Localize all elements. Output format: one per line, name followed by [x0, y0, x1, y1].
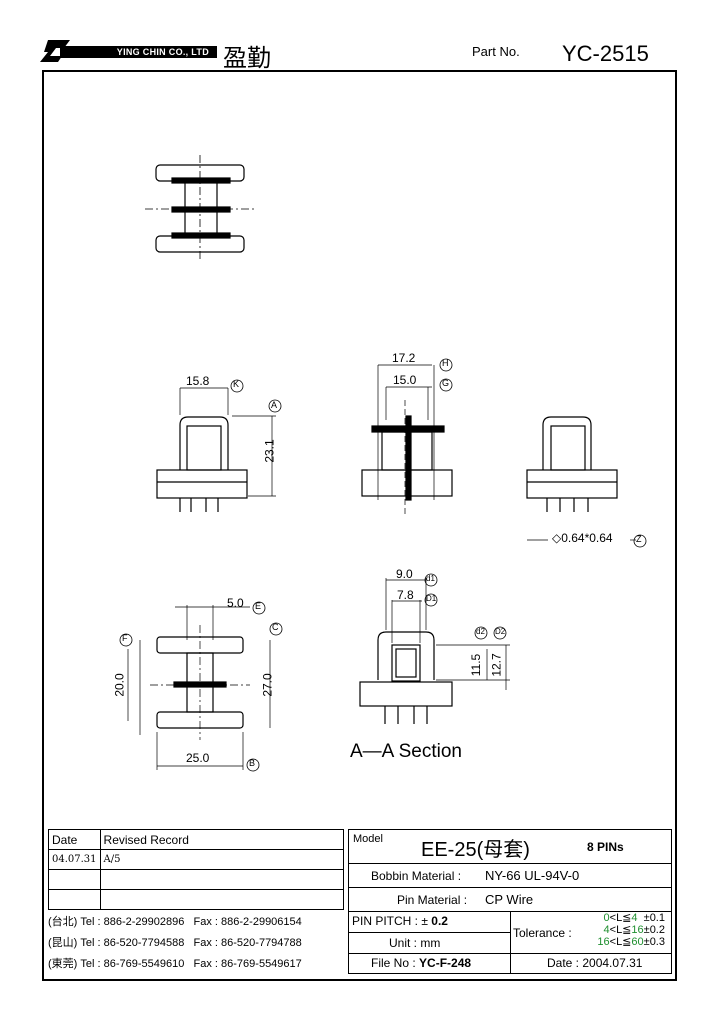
bobbin-row: Bobbin Material : NY-66 UL-94V-0: [349, 864, 671, 888]
pitch-label: PIN PITCH : ±: [352, 914, 428, 928]
pin-material-row: Pin Material : CP Wire: [349, 888, 671, 912]
list-item: (台北) Tel : 886-2-29902896 Fax : 886-2-29…: [48, 912, 344, 933]
ref-e: E: [255, 601, 262, 611]
top-view-drawing: [145, 155, 255, 262]
dim-section-d1: 9.0: [396, 567, 413, 581]
company-name-en: YING CHIN CO., LTD: [60, 46, 217, 58]
tolerance-row: 4<L≦16±0.2: [603, 924, 665, 936]
contact-city: (台北): [48, 916, 78, 928]
contact-list: (台北) Tel : 886-2-29902896 Fax : 886-2-29…: [48, 912, 344, 975]
contact-tel: Tel : 86-520-7794588: [80, 937, 185, 949]
rev-record: A/5: [99, 849, 345, 870]
dim-side-outer: 17.2: [392, 351, 416, 365]
table-row: [48, 889, 345, 910]
ref-f: F: [122, 633, 128, 643]
ref-b: B: [249, 758, 256, 768]
table-row: [48, 869, 345, 890]
bobbin-label: Bobbin Material :: [371, 869, 462, 883]
file-no-value: YC-F-248: [419, 956, 472, 970]
pin-count: 8 PINs: [587, 840, 624, 854]
tolerance-row: 16<L≦60±0.3: [597, 936, 665, 948]
bottom-view-drawing: [119, 601, 283, 772]
dim-section-D1: 7.8: [397, 588, 414, 602]
dim-front-width: 15.8: [186, 374, 210, 388]
ref-d2: d2: [476, 627, 485, 636]
pin-material-value: CP Wire: [485, 892, 534, 907]
contact-tel: Tel : 86-769-5549610: [80, 958, 185, 970]
rev-date: 04.07.31: [48, 849, 101, 870]
front-view-drawing: [156, 379, 282, 512]
date-cell: Date : 2004.07.31: [511, 954, 671, 973]
model-value: EE-25(母套): [421, 839, 530, 861]
date-value: 2004.07.31: [582, 956, 643, 970]
section-title: A—A Section: [350, 741, 462, 762]
rev-date: [48, 889, 101, 910]
date-label: Date :: [547, 956, 580, 970]
file-no-cell: File No : YC-F-248: [349, 954, 511, 973]
tolerance-label: Tolerance :: [513, 926, 572, 940]
ref-h: H: [442, 358, 449, 368]
model-row: Model EE-25(母套) 8 PINs: [349, 830, 671, 864]
rev-record: [99, 889, 345, 910]
tolerance-cell: Tolerance : 0<L≦4 ±0.1 4<L≦16±0.2 16<L≦6…: [511, 912, 671, 954]
table-row: 04.07.31 A/5: [48, 849, 345, 870]
revision-table: Date Revised Record 04.07.31 A/5: [48, 829, 345, 910]
right-view-drawing: [526, 416, 647, 548]
dim-bottom-height: 20.0: [112, 673, 127, 697]
rev-date: [48, 869, 101, 890]
dim-section-inner-height: 11.5: [469, 653, 484, 677]
rev-header-record: Revised Record: [99, 829, 345, 850]
ref-a: A: [271, 400, 278, 410]
company-name-zh: 盈勤: [223, 44, 271, 72]
contact-city: (昆山): [48, 937, 78, 949]
contact-fax: Fax : 86-769-5549617: [193, 958, 302, 970]
dim-side-inner: 15.0: [393, 373, 417, 387]
header: YING CHIN CO., LTD 盈勤 Part No. YC-2515: [0, 0, 720, 72]
ref-c: C: [272, 622, 279, 632]
tolerance-row: 0<L≦4 ±0.1: [603, 912, 665, 924]
dim-pin-pitch: 5.0: [227, 596, 244, 610]
dim-front-height: 23.1: [262, 439, 277, 463]
file-no-label: File No :: [371, 956, 416, 970]
contact-city: (東莞): [48, 958, 78, 970]
model-label: Model: [353, 833, 383, 845]
dim-bottom-width: 25.0: [186, 751, 210, 765]
list-item: (東莞) Tel : 86-769-5549610 Fax : 86-769-5…: [48, 954, 344, 975]
section-view-drawing: [359, 573, 510, 724]
drawing-frame: [42, 70, 677, 981]
ref-g: G: [442, 378, 450, 388]
part-no-label: Part No.: [472, 44, 520, 59]
rev-record: [99, 869, 345, 890]
ref-D2: D2: [495, 627, 506, 636]
part-no-value: YC-2515: [562, 41, 649, 66]
side-view-drawing: [361, 358, 453, 514]
bobbin-value: NY-66 UL-94V-0: [485, 868, 580, 883]
pin-material-label: Pin Material :: [397, 893, 468, 907]
pitch-value: 0.2: [431, 914, 448, 928]
contact-fax: Fax : 86-520-7794788: [193, 937, 302, 949]
spec-block: Model EE-25(母套) 8 PINs Bobbin Material :…: [348, 829, 672, 974]
ref-d1: d1: [426, 574, 435, 583]
list-item: (昆山) Tel : 86-520-7794588 Fax : 86-520-7…: [48, 933, 344, 954]
ref-z: Z: [636, 534, 642, 544]
contact-tel: Tel : 886-2-29902896: [80, 916, 185, 928]
company-logo-icon: [40, 40, 70, 62]
ref-k: K: [233, 379, 240, 389]
dim-pin-size: ◇0.64*0.64: [552, 531, 613, 545]
pitch-unit-cell: PIN PITCH : ± 0.2 Unit : mm: [349, 912, 511, 954]
dim-bottom-total: 27.0: [260, 673, 275, 697]
dim-section-outer-height: 12.7: [489, 653, 504, 677]
ref-D1: D1: [426, 594, 437, 603]
unit-value: mm: [420, 936, 441, 950]
unit-label: Unit :: [389, 936, 418, 950]
contact-fax: Fax : 886-2-29906154: [193, 916, 302, 928]
rev-header-date: Date: [48, 829, 101, 850]
